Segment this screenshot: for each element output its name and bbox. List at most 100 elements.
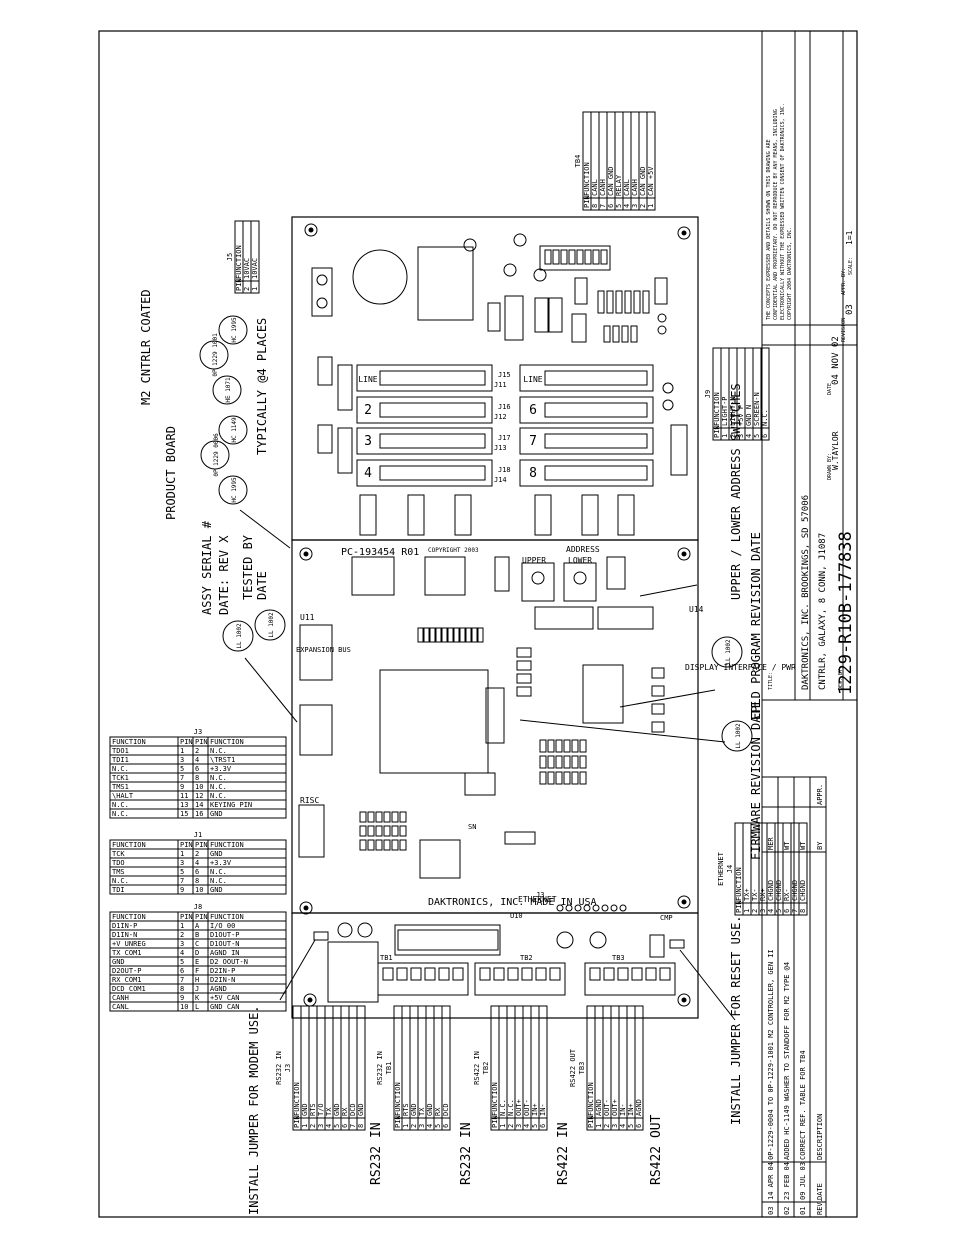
table-cell: 8 — [195, 774, 199, 782]
resistor — [633, 290, 641, 314]
ic — [464, 772, 496, 796]
smd — [651, 721, 665, 733]
table-header: FUNCTION — [735, 867, 743, 901]
revision-cell: 01 — [799, 1207, 807, 1215]
switch-s1 — [563, 562, 597, 602]
table-title: J3 — [194, 728, 202, 736]
table-cell: GND — [333, 1103, 341, 1116]
des-by-label-group: DES. BY: — [838, 666, 844, 690]
cap — [337, 364, 353, 411]
table-cell: IN- — [539, 1103, 547, 1116]
table-cell: 1 — [180, 922, 184, 930]
resistor — [471, 627, 478, 643]
table-cell: 1 — [402, 1124, 410, 1128]
table-cell: LIGHT-P — [721, 396, 729, 426]
rs422-out-label-group: RS422 OUT — [649, 1114, 664, 1185]
address-label: ADDRESS — [566, 545, 600, 554]
table-cell: 8 — [357, 1124, 365, 1128]
bubble-label: LL 1002 — [268, 612, 275, 638]
date-rev-callout-group: DATE: REV X — [217, 535, 231, 615]
circle — [657, 313, 667, 323]
table-cell: N.C. — [499, 1099, 507, 1116]
smd — [504, 831, 536, 845]
table-cell: 2 — [639, 204, 647, 208]
table-cell: CHGND — [767, 880, 775, 901]
table-cell: LIGHT-N — [729, 396, 737, 426]
table-cell: RX+ — [759, 888, 767, 901]
cpu-u14 — [379, 669, 489, 774]
table-cell: 10 — [195, 783, 203, 791]
bubble-text: 0P 1229 0006 — [213, 433, 220, 477]
smd — [539, 771, 547, 785]
table-cell: T/O — [317, 1103, 325, 1116]
table-caption: RS422 IN — [473, 1051, 481, 1085]
lower-label: LOWER — [568, 556, 592, 565]
resistor — [621, 325, 629, 343]
assy-callout-group: ASSY SERIAL # — [200, 520, 214, 615]
connector-p1-b — [299, 704, 333, 756]
part-bubble — [222, 620, 254, 652]
outline — [109, 911, 287, 1012]
via — [610, 904, 618, 912]
table-cell: TDO — [112, 859, 125, 867]
table-cell: D — [195, 949, 199, 957]
resistor — [417, 627, 424, 643]
outline — [734, 822, 808, 916]
table-cell: 8 — [195, 877, 199, 885]
notice-text: ELECTRONICALLY WITHOUT THE EXPRESSED WRI… — [780, 103, 786, 320]
smd — [539, 755, 547, 769]
circle — [573, 571, 587, 585]
table-cell: 1 — [251, 287, 259, 291]
table-caption: RS232 IN — [376, 1051, 384, 1085]
connector-shroud — [379, 433, 486, 449]
led-ds1 — [662, 382, 674, 394]
table-cell: 3 — [631, 204, 639, 208]
date-label-group: DATE — [827, 383, 833, 395]
terminal-screw — [452, 967, 464, 981]
resistor — [615, 290, 623, 314]
smd — [571, 771, 579, 785]
resistor — [453, 627, 460, 643]
terminal-screw — [535, 967, 547, 981]
table-header: FUNCTION — [587, 1082, 595, 1116]
table-cell: RX — [434, 1107, 442, 1116]
terminal-screw — [631, 967, 643, 981]
rs232-in-label-2-group: RS232 IN — [459, 1122, 474, 1185]
table-cell: 3 — [418, 1124, 426, 1128]
table-cell: 5 — [531, 1124, 539, 1128]
table-header: FUNCTION — [112, 738, 146, 746]
table-cell: 12 — [195, 792, 203, 800]
table-caption: ETHERNET — [717, 851, 725, 886]
table-cell: AGND — [210, 985, 227, 993]
mounting-hole-center — [681, 899, 687, 905]
table-cell: D1OUT-N — [210, 940, 240, 948]
terminal-pin — [552, 249, 560, 265]
mounting-hole — [677, 993, 691, 1007]
connector-ref: J12 — [494, 413, 507, 421]
screw — [316, 297, 328, 309]
ic — [547, 297, 563, 333]
table-cell: 2 — [751, 909, 759, 913]
terminal-pin — [560, 249, 568, 265]
smd — [651, 667, 665, 679]
table-cell: 3 — [180, 940, 184, 948]
terminal-pin — [568, 249, 576, 265]
terminal-pin — [576, 249, 584, 265]
bubble-text: LL 1002 — [236, 623, 243, 649]
revision-cell: CORRECT REF. TABLE FOR TB4 — [799, 1050, 807, 1160]
dip-chip — [581, 494, 599, 536]
drawing-number-group: 1229-R10B-177838 — [836, 531, 856, 695]
table-title: J9 — [704, 390, 712, 398]
part-bubble — [711, 636, 743, 668]
mounting-hole — [299, 901, 313, 915]
epld-callout: EPLD PROGRAM REVISION DATE — [749, 532, 763, 720]
smd — [383, 839, 391, 851]
notice-line: CONFIDENTIAL AND PROPRIETARY. DO NOT REP… — [773, 109, 779, 320]
table-tb3: PINFUNCTION1AGND2OUT-3OUT+4IN-5IN+6AGNDT… — [569, 1005, 644, 1131]
upper-label: UPPER — [522, 556, 546, 565]
table-cell: 4 — [619, 1124, 627, 1128]
firmware-callout: FIRMWARE REVISION DATE — [749, 701, 763, 860]
table-cell: DCD — [442, 1103, 450, 1116]
